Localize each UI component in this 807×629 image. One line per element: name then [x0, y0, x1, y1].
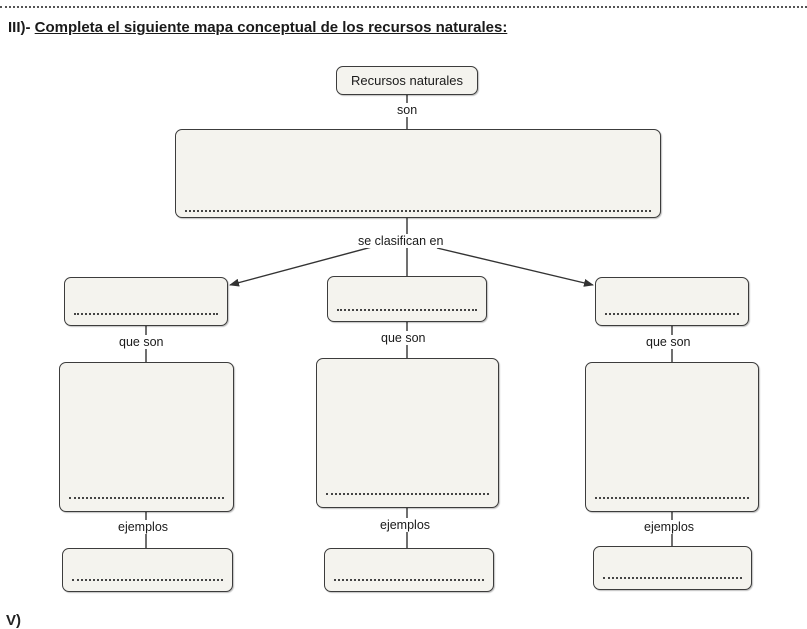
- description-blank-left[interactable]: [59, 362, 234, 512]
- answer-dotted-line: [326, 493, 489, 495]
- dotted-top-rule: [0, 6, 807, 8]
- examples-blank-left[interactable]: [62, 548, 233, 592]
- definition-blank-box[interactable]: [175, 129, 661, 218]
- link-label-que-son-right: que son: [645, 335, 692, 349]
- description-blank-center[interactable]: [316, 358, 499, 508]
- answer-dotted-line: [334, 579, 484, 581]
- link-label-ejemplos-left: ejemplos: [117, 520, 170, 534]
- arrow-to-left: [229, 243, 384, 287]
- root-node-label: Recursos naturales: [351, 73, 463, 88]
- answer-dotted-line: [595, 497, 749, 499]
- link-label-que-son-left: que son: [118, 335, 165, 349]
- link-label-ejemplos-right: ejemplos: [643, 520, 696, 534]
- answer-dotted-line: [74, 313, 218, 315]
- link-label-que-son-center: que son: [380, 331, 427, 345]
- answer-dotted-line: [69, 497, 224, 499]
- answer-dotted-line: [185, 210, 651, 212]
- category-blank-center[interactable]: [327, 276, 487, 322]
- exercise-title: Completa el siguiente mapa conceptual de…: [34, 19, 508, 36]
- next-exercise-number: V): [6, 612, 21, 629]
- exercise-heading: III)- Completa el siguiente mapa concept…: [8, 19, 507, 36]
- arrow-to-right: [436, 247, 594, 287]
- link-label-son: son: [396, 103, 419, 117]
- examples-blank-right[interactable]: [593, 546, 752, 590]
- answer-dotted-line: [72, 579, 223, 581]
- link-label-ejemplos-center: ejemplos: [379, 518, 432, 532]
- examples-blank-center[interactable]: [324, 548, 494, 592]
- answer-dotted-line: [603, 577, 742, 579]
- category-blank-left[interactable]: [64, 277, 228, 326]
- exercise-number: III)-: [8, 19, 31, 36]
- link-label-se-clasifican-en: se clasifican en: [357, 234, 445, 248]
- answer-dotted-line: [605, 313, 739, 315]
- description-blank-right[interactable]: [585, 362, 759, 512]
- category-blank-right[interactable]: [595, 277, 749, 326]
- root-node-recursos-naturales: Recursos naturales: [336, 66, 478, 95]
- answer-dotted-line: [337, 309, 477, 311]
